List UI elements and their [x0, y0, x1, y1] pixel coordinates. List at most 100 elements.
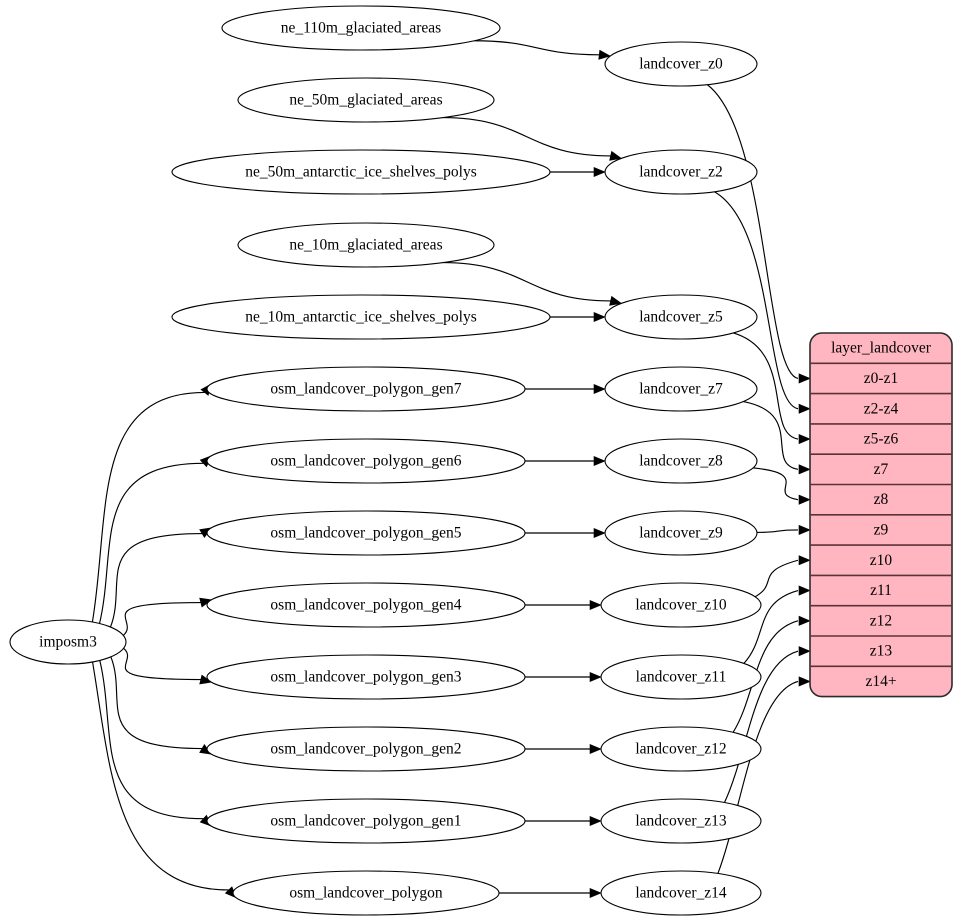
arrowhead-table-row-5	[798, 524, 811, 536]
node-osm-landcover-polygon-gen5[interactable]: osm_landcover_polygon_gen5	[206, 510, 526, 556]
arrowhead-table-row-2	[798, 433, 811, 445]
node-shape	[604, 41, 758, 87]
arrowhead-table-row-3	[798, 464, 811, 475]
edge-imposm3-to-osm_landcover_polygon_gen1	[99, 660, 204, 820]
arrowhead-landcover_z2	[609, 150, 623, 161]
node-shape	[206, 798, 526, 844]
arrowhead-table-row-9	[798, 646, 811, 657]
node-shape	[600, 582, 762, 628]
arrowhead-landcover_z5	[593, 311, 606, 323]
node-landcover-z11[interactable]: landcover_z11	[600, 654, 762, 700]
arrowhead-landcover_z7	[593, 383, 606, 395]
node-shape	[604, 366, 758, 412]
edge-landcover_z7-to-table-row-3	[743, 400, 799, 470]
node-landcover-z14[interactable]: landcover_z14	[600, 870, 762, 916]
edge-imposm3-to-osm_landcover_polygon_gen6	[98, 462, 204, 624]
arrowhead-table-row-7	[798, 585, 811, 596]
arrowhead-landcover_z12	[589, 743, 602, 755]
arrowhead-landcover_z8	[593, 455, 606, 467]
node-shape	[600, 798, 762, 844]
node-landcover-z9[interactable]: landcover_z9	[604, 510, 758, 556]
edge-landcover_z8-to-table-row-4	[753, 467, 799, 501]
node-shape	[600, 726, 762, 772]
node-shape	[206, 438, 526, 484]
node-shape	[9, 619, 127, 665]
node-shape	[221, 5, 501, 51]
node-osm-landcover-polygon[interactable]: osm_landcover_polygon	[232, 870, 500, 916]
edge-landcover_z11-to-table-row-7	[743, 589, 799, 664]
edge-landcover_z12-to-table-row-8	[732, 620, 799, 733]
node-shape	[604, 149, 758, 195]
arrowhead-table-row-8	[798, 615, 811, 626]
edge-landcover_z13-to-table-row-9	[723, 650, 799, 803]
arrowhead-landcover_z0	[598, 49, 611, 60]
arrowhead-landcover_z10	[589, 599, 602, 611]
edge-ne_10m_glaciated_areas-to-landcover_z5	[442, 262, 611, 302]
arrowhead-landcover_z9	[593, 527, 606, 539]
node-osm-landcover-polygon-gen2[interactable]: osm_landcover_polygon_gen2	[206, 726, 526, 772]
edge-ne_110m_glaciated_areas-to-landcover_z0	[474, 40, 600, 56]
node-ne-10m-glaciated-areas[interactable]: ne_10m_glaciated_areas	[237, 222, 495, 268]
node-shape	[206, 366, 526, 412]
node-landcover-z13[interactable]: landcover_z13	[600, 798, 762, 844]
node-shape	[237, 77, 495, 123]
arrowhead-landcover_z14	[589, 887, 602, 899]
node-ne-110m-glaciated-areas[interactable]: ne_110m_glaciated_areas	[221, 5, 501, 51]
edge-landcover_z2-to-table-row-1	[714, 191, 799, 410]
node-landcover-z5[interactable]: landcover_z5	[604, 294, 758, 340]
arrowhead-landcover_z11	[589, 671, 602, 683]
arrowhead-table-row-6	[798, 555, 811, 566]
node-shape	[604, 510, 758, 556]
arrowhead-table-row-1	[798, 403, 811, 414]
node-landcover-z12[interactable]: landcover_z12	[600, 726, 762, 772]
edge-ne_50m_glaciated_areas-to-landcover_z2	[442, 117, 611, 157]
edge-imposm3-to-osm_landcover_polygon_gen7	[91, 391, 205, 623]
node-shape	[206, 654, 526, 700]
edge-imposm3-to-osm_landcover_polygon_gen4	[122, 601, 201, 636]
node-landcover-z0[interactable]: landcover_z0	[604, 41, 758, 87]
arrowhead-landcover_z5	[609, 295, 623, 306]
node-landcover-z2[interactable]: landcover_z2	[604, 149, 758, 195]
arrowhead-osm_landcover_polygon_gen4	[199, 597, 213, 608]
node-osm-landcover-polygon-gen4[interactable]: osm_landcover_polygon_gen4	[206, 582, 526, 628]
node-osm-landcover-polygon-gen6[interactable]: osm_landcover_polygon_gen6	[206, 438, 526, 484]
edge-imposm3-to-osm_landcover_polygon_gen2	[110, 656, 203, 750]
arrowhead-osm_landcover_polygon_gen3	[199, 674, 213, 685]
arrowhead-table-row-10	[798, 676, 811, 687]
node-imposm3[interactable]: imposm3	[9, 619, 127, 665]
node-shape	[206, 582, 526, 628]
node-shape	[600, 870, 762, 916]
node-ne-50m-glaciated-areas[interactable]: ne_50m_glaciated_areas	[237, 77, 495, 123]
nodes-layer: imposm3 ne_110m_glaciated_areas ne_50m_gla…	[9, 5, 762, 916]
node-shape	[232, 870, 500, 916]
arrowhead-landcover_z13	[589, 815, 602, 827]
node-ne-10m-antarctic-ice-shelves-polys[interactable]: ne_10m_antarctic_ice_shelves_polys	[171, 294, 551, 340]
node-shape	[206, 726, 526, 772]
arrowhead-table-row-4	[798, 494, 811, 505]
node-shape	[604, 438, 758, 484]
node-shape	[171, 149, 551, 195]
node-ne-50m-antarctic-ice-shelves-polys[interactable]: ne_50m_antarctic_ice_shelves_polys	[171, 149, 551, 195]
node-shape	[171, 294, 551, 340]
node-shape	[206, 510, 526, 556]
arrowhead-landcover_z2	[593, 166, 606, 178]
layer-landcover-table[interactable]: layer_landcoverz0-z1z2-z4z5-z6z7z8z9z10z…	[809, 332, 953, 698]
edge-landcover_z0-to-table-row-0	[706, 84, 799, 380]
node-osm-landcover-polygon-gen1[interactable]: osm_landcover_polygon_gen1	[206, 798, 526, 844]
node-osm-landcover-polygon-gen3[interactable]: osm_landcover_polygon_gen3	[206, 654, 526, 700]
node-landcover-z8[interactable]: landcover_z8	[604, 438, 758, 484]
edge-landcover_z10-to-table-row-6	[754, 559, 799, 598]
edge-landcover_z14-to-table-row-10	[717, 680, 799, 874]
node-shape	[604, 294, 758, 340]
node-osm-landcover-polygon-gen7[interactable]: osm_landcover_polygon_gen7	[206, 366, 526, 412]
node-shape	[600, 654, 762, 700]
node-landcover-z7[interactable]: landcover_z7	[604, 366, 758, 412]
edge-landcover_z5-to-table-row-2	[733, 332, 799, 440]
node-landcover-z10[interactable]: landcover_z10	[600, 582, 762, 628]
edge-landcover_z9-to-table-row-5	[756, 529, 799, 533]
arrowhead-table-row-0	[798, 373, 811, 384]
node-shape	[237, 222, 495, 268]
edge-imposm3-to-osm_landcover_polygon_gen5	[109, 532, 203, 628]
